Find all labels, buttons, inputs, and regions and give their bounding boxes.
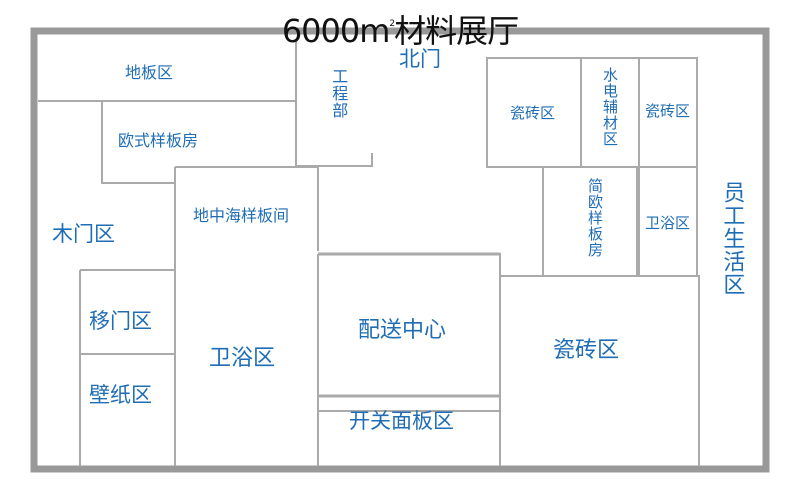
zone-european-sample: 欧式样板房 xyxy=(118,131,199,150)
zone-wooden-door: 木门区 xyxy=(52,222,115,246)
zone-simple-european-sample: 简欧样板房 xyxy=(586,178,604,258)
zone-switch-panel: 开关面板区 xyxy=(349,409,454,433)
hall-title: 6000m2材料展厅 xyxy=(0,4,800,51)
zone-wallpaper: 壁纸区 xyxy=(89,383,152,407)
north-door-label: 北门 xyxy=(399,47,441,71)
zone-tile-south: 瓷砖区 xyxy=(553,338,620,363)
zone-staff-area: 员工生活区 xyxy=(719,181,745,296)
zone-engineering: 工程部 xyxy=(329,68,349,119)
zone-bath-east: 卫浴区 xyxy=(645,214,691,232)
area-unit-mark: 2 xyxy=(389,19,395,29)
zone-sliding-door: 移门区 xyxy=(89,309,152,333)
zone-tile-north-left: 瓷砖区 xyxy=(510,104,556,122)
zone-floor-north: 地板区 xyxy=(125,63,174,82)
hall-area: 6000m xyxy=(281,12,391,50)
zone-bath-west: 卫浴区 xyxy=(209,346,276,371)
outer-wall xyxy=(30,27,770,473)
zone-mediterranean-sample: 地中海样板间 xyxy=(193,206,290,225)
zone-distribution-center: 配送中心 xyxy=(358,318,447,343)
zone-tile-north-right: 瓷砖区 xyxy=(645,102,691,120)
hall-name: 材料展厅 xyxy=(394,12,519,50)
zone-plumbing-aux: 水电辅材区 xyxy=(601,67,619,147)
